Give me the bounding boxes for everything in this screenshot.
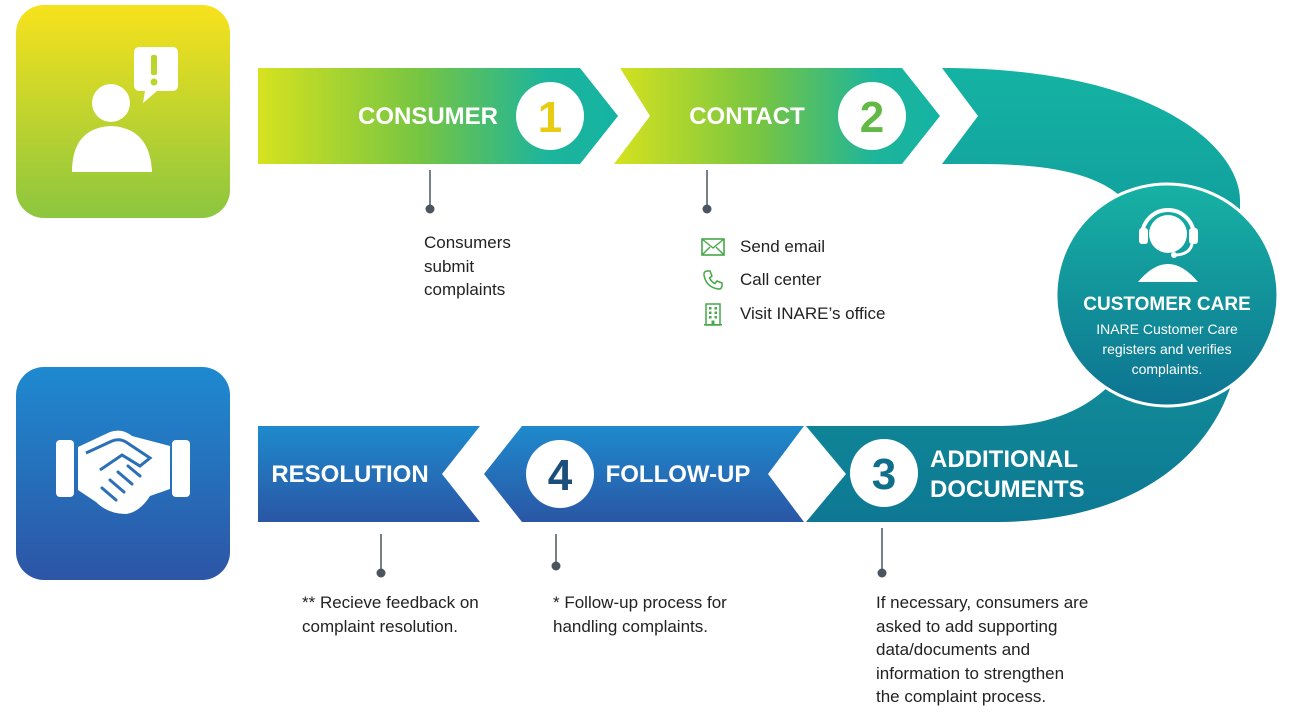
step-4-badge	[526, 440, 594, 508]
followup-description: * Follow-up process for handling complai…	[553, 591, 727, 638]
additional-label-line2: DOCUMENTS	[930, 476, 1085, 503]
customer-care-title: CUSTOMER CARE	[1083, 294, 1251, 315]
step-2-number: 2	[860, 93, 884, 142]
consumer-desc-line: Consumers	[424, 233, 511, 252]
contact-label: CONTACT	[689, 103, 805, 130]
customer-care-desc-line1: INARE Customer Care	[1096, 321, 1238, 337]
additional-desc-line: the complaint process.	[876, 687, 1047, 706]
customer-care-desc-line2: registers and verifies	[1102, 341, 1231, 357]
headset-icon	[1138, 208, 1198, 282]
step-1-number: 1	[538, 93, 562, 142]
email-icon	[700, 234, 726, 260]
step-2-badge	[838, 82, 906, 150]
resolution-desc-line: ** Recieve feedback on	[302, 593, 479, 612]
resolution-desc-line: complaint resolution.	[302, 616, 458, 636]
consumer-label: CONSUMER	[358, 103, 498, 130]
followup-desc-line: handling complaints.	[553, 616, 708, 636]
contact-method-office: Visit INARE’s office	[700, 297, 886, 331]
followup-label: FOLLOW-UP	[606, 461, 751, 488]
followup-desc-line: * Follow-up process for	[553, 593, 727, 612]
u-arc	[806, 68, 1240, 522]
step-1-badge	[516, 82, 584, 150]
additional-desc-line: If necessary, consumers are	[876, 593, 1089, 612]
step-3-badge	[850, 439, 918, 507]
contact-method-phone: Call center	[700, 264, 886, 298]
contact-methods-list: Send email Call center Visit INARE’s off…	[700, 230, 886, 331]
consumer-desc-line: submit	[424, 256, 475, 276]
contact-method-label: Send email	[740, 236, 826, 256]
customer-care-desc-line3: complaints.	[1132, 361, 1203, 377]
contact-method-label: Visit INARE’s office	[740, 303, 886, 323]
contact-method-email: Send email	[700, 230, 886, 264]
connectors	[376, 170, 887, 578]
customer-care-circle	[1054, 182, 1280, 408]
additional-desc-line: information to strengthen	[876, 663, 1065, 683]
resolution-icon-box	[16, 367, 230, 580]
resolution-label: RESOLUTION	[271, 461, 428, 488]
additional-label-line1: ADDITIONAL	[930, 446, 1078, 473]
resolution-description: ** Recieve feedback on complaint resolut…	[302, 591, 479, 638]
additional-desc-line: asked to add supporting	[876, 616, 1058, 636]
additional-desc-line: data/documents and	[876, 640, 1031, 659]
consumer-icon-box	[16, 5, 230, 218]
handshake-icon	[56, 430, 190, 514]
user-alert-icon	[72, 47, 178, 172]
phone-icon	[700, 267, 726, 293]
building-icon	[700, 301, 726, 327]
step-4-number: 4	[548, 451, 573, 500]
contact-method-label: Call center	[740, 270, 822, 290]
additional-documents-description: If necessary, consumers are asked to add…	[876, 591, 1088, 709]
consumer-desc-line: complaints	[424, 280, 506, 299]
resolution-arrow	[258, 426, 480, 522]
step-3-number: 3	[872, 450, 896, 499]
consumer-description: Consumers submit complaints	[424, 231, 511, 302]
